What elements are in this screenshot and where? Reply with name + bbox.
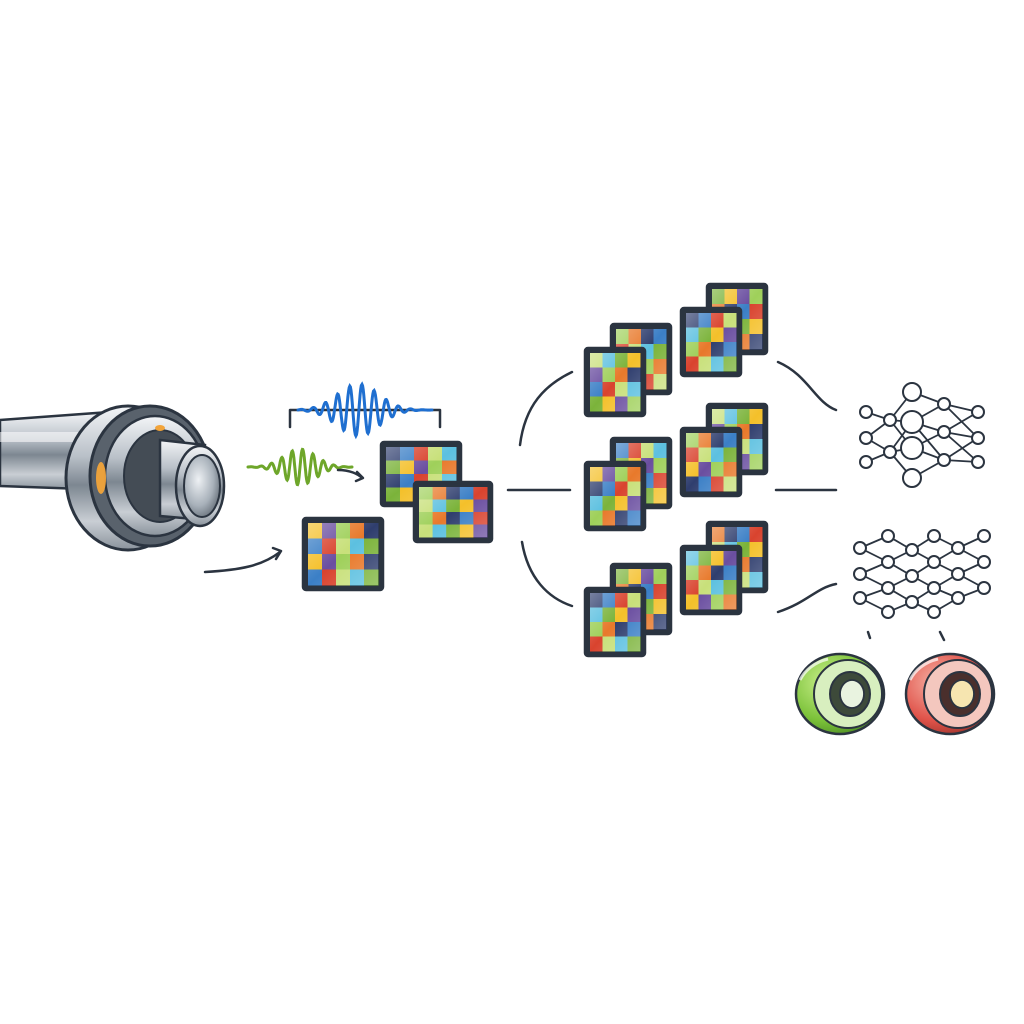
branch-connectors — [506, 360, 838, 614]
network-node — [927, 605, 941, 619]
network-node — [883, 413, 897, 427]
network-node — [977, 581, 991, 595]
spectrogram-tile-icon — [412, 480, 494, 544]
vibration-waveform-icon — [288, 381, 442, 440]
network-node — [902, 468, 922, 488]
network-node — [951, 567, 965, 581]
feature-map-layer — [679, 306, 743, 378]
network-node — [905, 595, 919, 609]
feature-map-stack-icon — [583, 562, 673, 658]
feature-map-layer — [583, 586, 647, 658]
network-node — [881, 529, 895, 543]
neural-network-icon — [859, 382, 985, 488]
network-node — [881, 605, 895, 619]
network-node — [971, 431, 985, 445]
network-node — [881, 555, 895, 569]
connector-sensor-to-spectrogram — [203, 550, 282, 574]
feature-map-layer — [679, 426, 743, 498]
feature-map-stack-icon — [583, 436, 673, 532]
network-node — [927, 555, 941, 569]
network-node — [927, 581, 941, 595]
network-node — [977, 555, 991, 569]
feature-map-stack-icon — [583, 322, 673, 418]
network-node — [853, 541, 867, 555]
network-node — [927, 529, 941, 543]
feature-map-stack-icon — [679, 282, 769, 378]
network-node — [937, 453, 951, 467]
network-node — [859, 431, 873, 445]
feature-map-group — [583, 282, 769, 658]
network-node — [853, 591, 867, 605]
network-node — [859, 405, 873, 419]
feature-map-layer — [583, 346, 647, 418]
bearing-ring-healthy-icon — [794, 652, 886, 736]
feature-map-layer — [679, 544, 743, 616]
vibration-waveform-icon — [246, 447, 365, 487]
neural-network-icon — [853, 529, 991, 619]
network-node — [971, 405, 985, 419]
network-node — [937, 425, 951, 439]
network-node — [905, 569, 919, 583]
network-node — [853, 567, 867, 581]
spectrogram-group — [301, 440, 494, 592]
network-node — [951, 591, 965, 605]
network-node — [905, 543, 919, 557]
network-node — [900, 410, 924, 434]
network-node — [951, 541, 965, 555]
network-node — [937, 397, 951, 411]
network-node — [977, 529, 991, 543]
network-node — [971, 455, 985, 469]
network-node — [902, 382, 922, 402]
feature-map-stack-icon — [679, 402, 769, 498]
tick-mark — [938, 630, 946, 642]
network-node — [900, 436, 924, 460]
tick-mark — [866, 630, 872, 640]
feature-map-stack-icon — [679, 520, 769, 616]
network-node — [881, 581, 895, 595]
spectrogram-tile-icon — [301, 516, 385, 592]
bearing-sensor-icon — [0, 404, 226, 552]
network-node — [859, 455, 873, 469]
arrowhead-icon — [271, 546, 283, 561]
feature-map-layer — [583, 460, 647, 532]
bearing-ring-faulty-icon — [904, 652, 996, 736]
network-node — [883, 445, 897, 459]
